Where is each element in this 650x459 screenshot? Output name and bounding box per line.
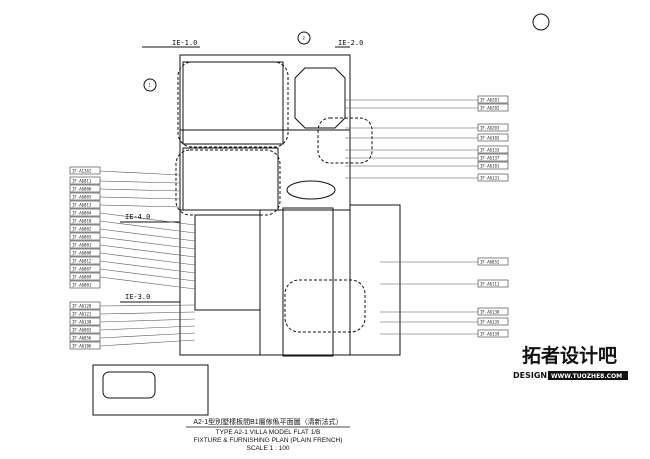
tag-label: IF-A6111 xyxy=(480,282,500,287)
elevation-ref-ie3: IE-3.0 xyxy=(125,293,150,301)
tag-label: IF-A6007 xyxy=(72,267,92,272)
tag-label: IF-A6008 xyxy=(72,251,92,256)
octagon-bay xyxy=(294,67,346,129)
tag-label: IF-A6130 xyxy=(72,320,92,325)
tag-label: IF-A6002 xyxy=(72,227,92,232)
tag-label: IF-A6202 xyxy=(480,106,500,111)
tag-label: IF-A6120 xyxy=(72,304,92,309)
tag-label: IF-A6004 xyxy=(72,211,92,216)
elevation-circle-top xyxy=(297,31,311,45)
watermark-url: WWW.TUOZHE8.COM xyxy=(551,373,622,380)
right-tag-column: IF-A6201 IF-A6202 IF-A6203 IF-A6303 IF-A… xyxy=(480,98,500,337)
tag-label: IF-A6303 xyxy=(480,136,500,141)
revision-cloud-stair xyxy=(175,149,281,216)
room-stair xyxy=(182,147,279,211)
tag-label: IF-A6013 xyxy=(72,203,92,208)
elevation-ref-ie2: IE-2.0 xyxy=(338,39,363,47)
tag-label: IF-A6121 xyxy=(72,312,92,317)
tag-label: IF-A6001 xyxy=(72,283,92,288)
north-arrow xyxy=(532,13,550,31)
tag-label: IF-A6135 xyxy=(480,320,500,325)
tag-label: IF-A6011 xyxy=(72,179,92,184)
drawing-scale: SCALE 1 : 100 xyxy=(247,445,290,452)
tag-label: IF-A6003 xyxy=(72,235,92,240)
tag-label: IF-A6137 xyxy=(480,156,500,161)
tag-label: IF-A6009 xyxy=(72,275,92,280)
elevation-circle-left xyxy=(143,78,157,92)
east-wing-outline xyxy=(350,204,401,356)
tag-label: IF-A6101 xyxy=(480,164,500,169)
round-table xyxy=(286,180,336,200)
revision-cloud-right xyxy=(317,117,373,164)
car-outline xyxy=(102,371,156,399)
elevation-circle-top-label: 2 xyxy=(303,36,306,41)
room-garage xyxy=(92,364,209,416)
tag-label: IF-A6139 xyxy=(480,332,500,337)
drawing-title-english: TYPE A2-1 VILLA MODEL FLAT 1/B xyxy=(216,429,321,436)
tag-label: IF-A6056 xyxy=(72,336,92,341)
tag-label: IF-A6106 xyxy=(72,344,92,349)
tag-label: IF-A6012 xyxy=(72,259,92,264)
tag-label: IF-A6001 xyxy=(72,243,92,248)
watermark-brand: 拓者设计吧 xyxy=(522,344,617,367)
tag-label: IF-A6005 xyxy=(72,195,92,200)
left-tag-column: IF-A1362 IF-A6011 IF-A6006 IF-A6005 IF-A… xyxy=(72,169,92,349)
room-bathroom xyxy=(182,61,284,145)
tag-label: IF-A6130 xyxy=(480,310,500,315)
tag-label: IF-A6010 xyxy=(72,219,92,224)
elevation-circle-left-label: 1 xyxy=(149,83,152,88)
drawing-title-chinese: A2-1型別墅樣板間B1層傢俬平面圖（清新法式） xyxy=(193,417,342,426)
room-lounge xyxy=(194,214,261,311)
revision-cloud-top xyxy=(177,61,289,148)
elevation-ref-ie1: IE-1.0 xyxy=(172,39,197,47)
tag-label: IF-A6131 xyxy=(480,176,500,181)
drawing-subtitle: FIXTURE & FURNISHING PLAN (PLAIN FRENCH) xyxy=(194,437,343,444)
elevation-ref-ie4: IE-4.0 xyxy=(125,213,150,221)
tag-label: IF-A6201 xyxy=(480,98,500,103)
watermark-design: DESIGN xyxy=(513,371,547,380)
tag-label: IF-A6003 xyxy=(72,328,92,333)
revision-cloud-pool xyxy=(284,279,366,333)
tag-label: IF-A6133 xyxy=(480,148,500,153)
tag-label: IF-A6052 xyxy=(480,260,500,265)
pool-corridor xyxy=(282,207,334,357)
tag-label: IF-A6006 xyxy=(72,187,92,192)
tag-label: IF-A6203 xyxy=(480,126,500,131)
tag-label: IF-A1362 xyxy=(72,169,92,174)
